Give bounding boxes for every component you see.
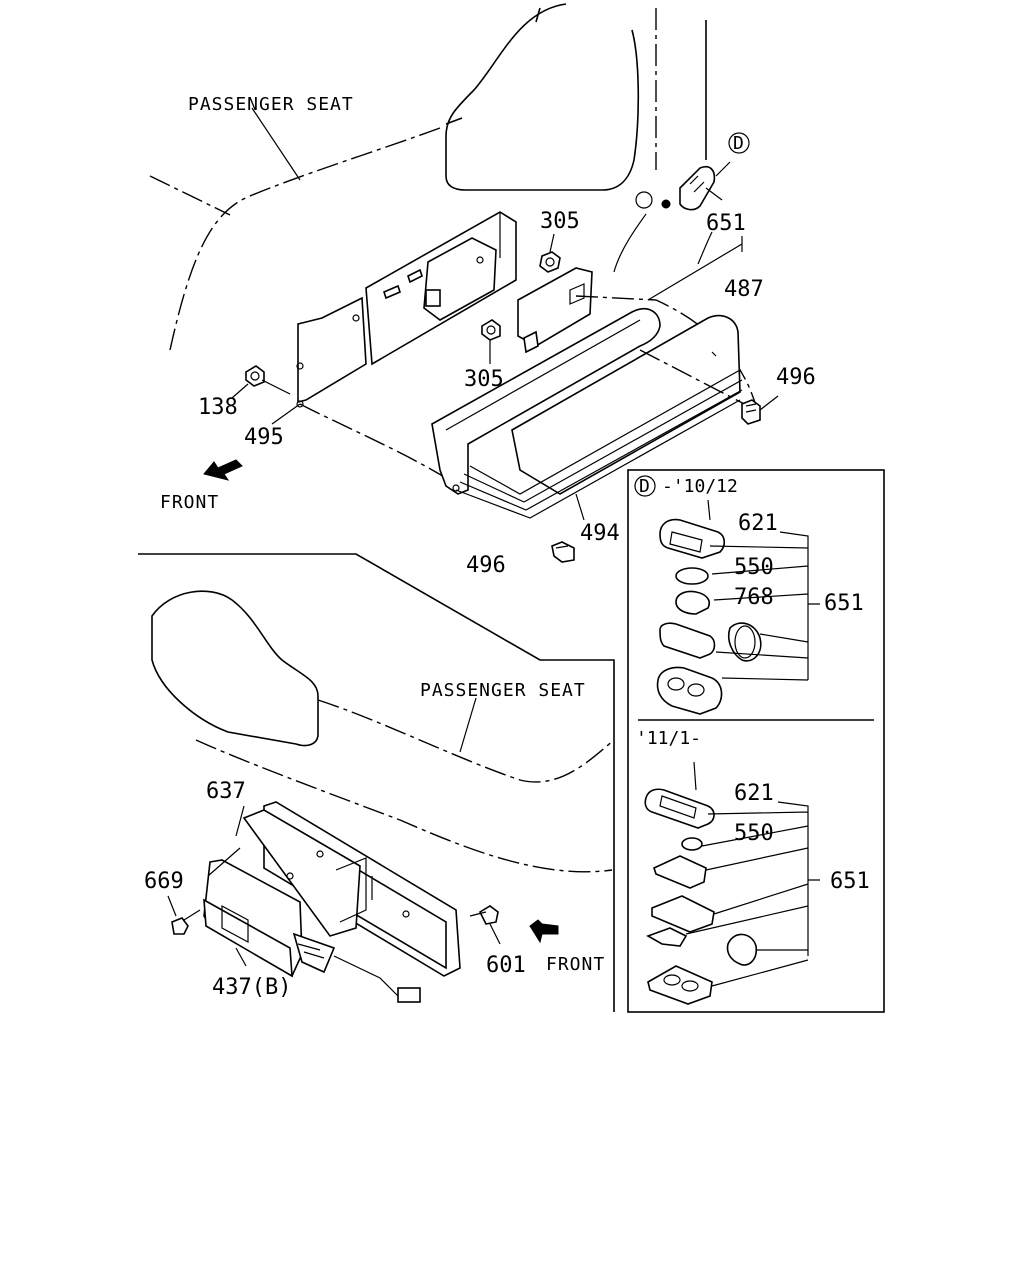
nuts-top [231, 233, 561, 425]
part-number-669: 669 [144, 869, 184, 894]
part-number-495: 495 [244, 425, 284, 450]
top-bracket-assembly [296, 211, 517, 479]
part-number-305-top: 305 [540, 209, 580, 234]
label-front-top: FRONT [160, 492, 219, 513]
bolts-top [551, 395, 779, 563]
inset2-part-651: 651 [830, 869, 870, 894]
part-number-494: 494 [580, 521, 620, 546]
inset-d-letter: D [639, 476, 650, 497]
part-number-651-top: 651 [706, 211, 746, 236]
inset2-part-550: 550 [734, 821, 774, 846]
bottom-bracket-assembly [242, 801, 461, 977]
part-number-437b: 437(B) [212, 975, 291, 1000]
battery-box-top [431, 308, 753, 519]
ecu-module-top [517, 213, 757, 407]
part-number-138: 138 [198, 395, 238, 420]
label-front-bottom: FRONT [546, 954, 605, 975]
ecu-437b [203, 805, 421, 1003]
label-passenger-seat-top: PASSENGER SEAT [188, 94, 354, 115]
bolts-bottom [167, 895, 501, 967]
key-fob-top: D [635, 132, 750, 211]
front-arrow-top [203, 459, 243, 481]
part-number-305-mid: 305 [464, 367, 504, 392]
front-arrow-bottom [529, 919, 559, 944]
inset1-part-550: 550 [734, 555, 774, 580]
inset2-part-621: 621 [734, 781, 774, 806]
label-passenger-seat-bottom: PASSENGER SEAT [420, 680, 586, 701]
inset-frame [627, 469, 885, 1013]
part-number-637: 637 [206, 779, 246, 804]
inset2-range: '11/1- [636, 728, 701, 749]
part-number-601: 601 [486, 953, 526, 978]
bottom-seat-outline [138, 553, 615, 1012]
inset-2-parts [644, 761, 820, 1005]
inset1-part-768: 768 [734, 585, 774, 610]
top-seat-outline [149, 3, 707, 351]
part-number-487: 487 [724, 277, 764, 302]
part-number-496-bottom: 496 [466, 553, 506, 578]
inset1-part-621: 621 [738, 511, 778, 536]
inset1-part-651: 651 [824, 591, 864, 616]
part-number-496-right: 496 [776, 365, 816, 390]
inset-d-range: -'10/12 [662, 476, 738, 497]
callout-d-letter: D [733, 133, 744, 154]
inset-d-parts [634, 475, 820, 715]
